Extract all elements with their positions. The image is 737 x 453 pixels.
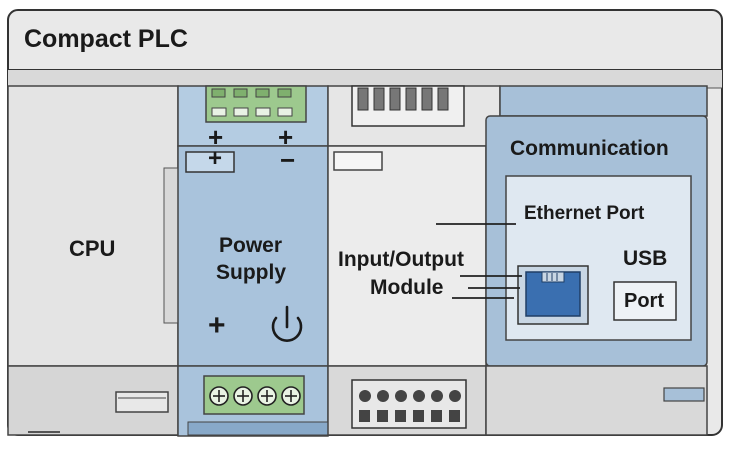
ethernet-jack-icon (517, 265, 589, 325)
power-supply-label-line2: Supply (216, 261, 287, 284)
power-top-plus-2: + (278, 122, 294, 152)
usb-port-label: Port (624, 290, 664, 312)
power-plus-marker: + (208, 145, 223, 172)
usb-port-box (613, 281, 677, 321)
communication-label: Communication (510, 137, 669, 160)
cpu-module (7, 85, 179, 436)
cpu-label: CPU (69, 236, 116, 261)
communication-module (485, 85, 708, 436)
ethernet-port-label: Ethernet Port (524, 203, 645, 224)
io-label-line2: Module (370, 276, 444, 299)
io-module (327, 85, 501, 436)
io-terminal-block (351, 379, 467, 429)
power-icon (271, 305, 303, 342)
dip-connector-icon (351, 85, 465, 127)
cpu-latch (115, 391, 169, 413)
page-title: Compact PLC (24, 25, 188, 53)
io-label-slot (333, 151, 383, 171)
screw-terminal-icon (209, 386, 301, 406)
power-supply-module (177, 85, 341, 437)
power-front-plus: + (208, 309, 226, 342)
plus-marker-box (185, 151, 235, 173)
power-minus-marker: − (280, 145, 296, 175)
io-label-line1: Input/Output (338, 248, 464, 271)
usb-label: USB (623, 247, 668, 270)
comm-latch (663, 387, 705, 402)
power-top-plus-1: + (208, 122, 224, 152)
power-supply-label-line1: Power (219, 234, 283, 257)
